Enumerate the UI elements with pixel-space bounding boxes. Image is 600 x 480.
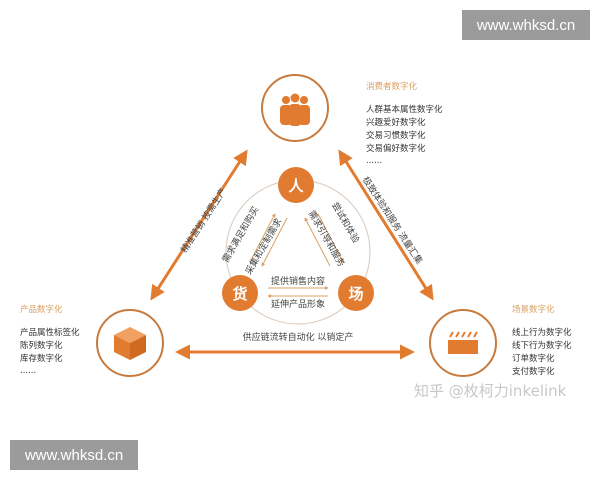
inner-arrow (304, 217, 331, 267)
label-product-image: 延伸产品形象 (271, 298, 325, 310)
clapperboard-icon (448, 331, 478, 354)
label-try-experience: 尝试和体验 (329, 200, 362, 245)
consumer-item: 人群基本属性数字化 (366, 104, 443, 115)
consumer-item: 兴趣爱好数字化 (366, 117, 426, 128)
consumer-item: ...... (366, 156, 382, 166)
people-group-icon (280, 93, 310, 126)
site-watermark-top: www.whksd.cn (462, 10, 590, 40)
inner-arrow (261, 217, 288, 267)
consumer-item: 交易习惯数字化 (366, 130, 426, 141)
zhihu-watermark: 知乎 @枚柯力inkelink (414, 382, 567, 400)
product-item: ...... (20, 366, 36, 376)
svg-text:场: 场 (348, 285, 363, 303)
cube-icon (114, 327, 146, 360)
right-double-arrow (338, 149, 434, 301)
node-goods: 货 (222, 275, 258, 311)
consumer-title: 消费者数字化 (366, 81, 418, 92)
product-item: 库存数字化 (20, 353, 63, 364)
scene-item: 订单数字化 (512, 353, 555, 364)
product-title: 产品数字化 (20, 304, 63, 315)
consumer-item: 交易偏好数字化 (366, 143, 426, 154)
scene-item: 线下行为数字化 (512, 340, 572, 351)
site-watermark-bottom: www.whksd.cn (10, 440, 138, 470)
svg-text:货: 货 (232, 285, 247, 303)
svg-text:人: 人 (288, 177, 304, 195)
scene-item: 线上行为数字化 (512, 327, 572, 338)
label-supply-chain: 供应链流转自动化 以销定产 (243, 331, 354, 343)
product-item: 产品属性标签化 (20, 327, 80, 338)
node-venue: 场 (338, 275, 374, 311)
scene-title: 场景数字化 (512, 304, 555, 315)
node-person: 人 (278, 167, 314, 203)
left-double-arrow (150, 149, 248, 301)
product-item: 陈列数字化 (20, 340, 63, 351)
label-sales-content: 提供销售内容 (271, 275, 325, 287)
inner-arrow (249, 213, 276, 263)
label-precision-marketing: 精准营销 按需生产 (178, 186, 229, 255)
scene-item: 支付数字化 (512, 366, 555, 377)
inner-arrow (317, 213, 344, 263)
